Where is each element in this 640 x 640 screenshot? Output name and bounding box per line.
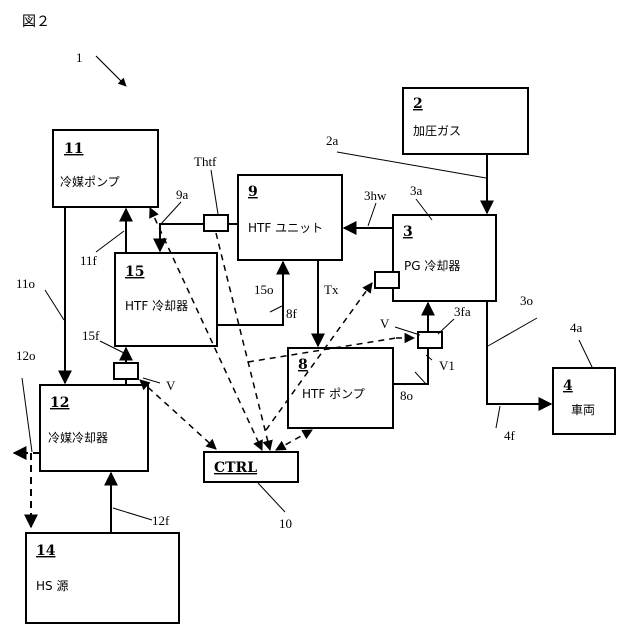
box-pressurized-gas: 2 加圧ガス [403,88,528,154]
svg-text:HTF ポンプ: HTF ポンプ [302,387,365,401]
ref-4f: 4f [504,428,516,443]
ref-8f: 8f [286,306,298,321]
valve-15f [114,363,138,379]
heat-source-outlet-lines [14,453,40,527]
ref-3a: 3a [410,183,423,198]
ref-11f: 11f [80,253,98,268]
figure-label: 図２ [22,14,50,30]
svg-text:15: 15 [125,264,144,280]
ref-3o: 3o [520,293,533,308]
ref-12f: 12f [152,513,170,528]
system-ref: 1 [76,50,83,65]
ref-2a: 2a [326,133,339,148]
ref-11o: 11o [16,276,35,291]
svg-text:冷媒ポンプ: 冷媒ポンプ [60,175,120,189]
svg-text:冷媒冷却器: 冷媒冷却器 [48,431,108,445]
svg-text:加圧ガス: 加圧ガス [413,124,461,138]
svg-text:12: 12 [50,395,69,411]
ref-12o: 12o [16,348,36,363]
ref-15f: 15f [82,328,100,343]
ref-v-upper: V [380,316,390,331]
ref-3fa: 3fa [454,304,471,319]
ref-4a: 4a [570,320,583,335]
svg-text:2: 2 [413,96,423,112]
svg-text:HTF ユニット: HTF ユニット [248,221,323,235]
svg-text:8: 8 [298,357,308,373]
box-pg-cooler: 3 PG 冷却器 [393,215,496,301]
box-vehicle: 4 車両 [553,368,615,434]
ref-thtf: Thtf [194,154,217,169]
ref-9a: 9a [176,187,189,202]
box-refrigerant-cooler: 12 冷媒冷却器 [40,385,148,471]
box-ctrl: CTRL [204,452,298,482]
ref-v-lower: V [166,378,176,393]
svg-text:PG 冷却器: PG 冷却器 [404,259,460,273]
svg-text:車両: 車両 [571,403,595,417]
sensor-thtf [204,215,228,231]
svg-text:4: 4 [563,378,573,394]
ref-v1: V1 [439,358,455,373]
ref-3hw: 3hw [364,188,387,203]
box-refrigerant-pump: 11 冷媒ポンプ [53,130,158,207]
svg-text:3: 3 [403,224,413,240]
svg-text:HS 源: HS 源 [36,579,68,593]
svg-text:HTF 冷却器: HTF 冷却器 [125,299,188,313]
svg-text:14: 14 [36,543,56,559]
ref-10: 10 [279,516,292,531]
box-hs-source: 14 HS 源 [26,533,179,623]
svg-text:CTRL: CTRL [214,460,257,476]
system-ref-arrow [96,56,126,86]
box-htf-unit: 9 HTF ユニット [238,175,342,260]
ref-15o: 15o [254,282,274,297]
svg-text:9: 9 [248,184,258,200]
box-htf-pump: 8 HTF ポンプ [288,348,393,428]
ref-8o: 8o [400,388,413,403]
box-htf-cooler: 15 HTF 冷却器 [115,253,217,346]
valve-v1 [418,332,442,348]
sensor-tx [375,272,399,288]
svg-text:11: 11 [64,141,83,157]
ref-tx: Tx [324,282,339,297]
